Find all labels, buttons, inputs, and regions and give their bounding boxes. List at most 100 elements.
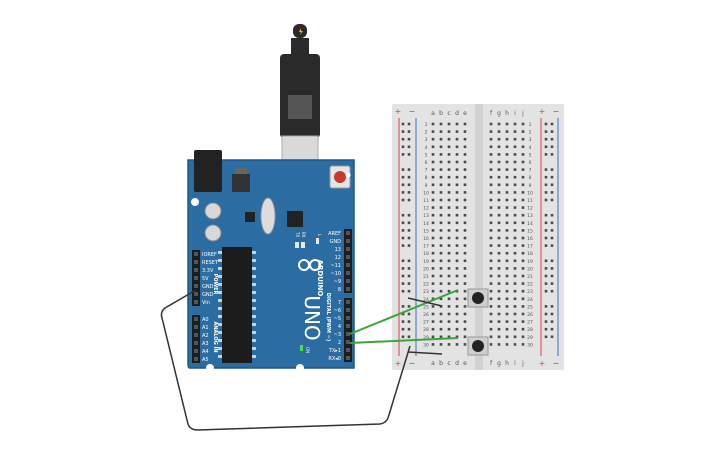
- breadboard-hole[interactable]: [505, 137, 509, 141]
- breadboard-hole[interactable]: [513, 335, 517, 339]
- breadboard-hole[interactable]: [497, 274, 501, 278]
- breadboard-hole[interactable]: [439, 327, 443, 331]
- breadboard-hole[interactable]: [463, 289, 467, 293]
- breadboard-hole[interactable]: [431, 297, 435, 301]
- rail-hole[interactable]: [544, 305, 548, 308]
- rail-hole[interactable]: [550, 130, 554, 133]
- breadboard-hole[interactable]: [431, 175, 435, 179]
- breadboard-hole[interactable]: [505, 160, 509, 164]
- breadboard-hole[interactable]: [489, 175, 493, 179]
- breadboard-hole[interactable]: [521, 145, 525, 149]
- rail-hole[interactable]: [401, 259, 405, 263]
- rail-hole[interactable]: [544, 282, 548, 285]
- breadboard-hole[interactable]: [489, 153, 493, 156]
- breadboard-hole[interactable]: [463, 297, 467, 301]
- rail-hole[interactable]: [407, 122, 411, 126]
- header-pin[interactable]: [346, 308, 350, 312]
- rail-hole[interactable]: [550, 145, 554, 149]
- breadboard-hole[interactable]: [431, 343, 435, 346]
- breadboard-hole[interactable]: [521, 137, 525, 141]
- breadboard-hole[interactable]: [463, 259, 467, 263]
- breadboard-hole[interactable]: [447, 168, 451, 171]
- breadboard-hole[interactable]: [489, 229, 493, 232]
- breadboard-hole[interactable]: [463, 244, 467, 247]
- breadboard-hole[interactable]: [463, 343, 467, 346]
- rail-hole[interactable]: [407, 259, 411, 263]
- breadboard-hole[interactable]: [505, 343, 509, 346]
- rail-hole[interactable]: [544, 175, 548, 179]
- breadboard-hole[interactable]: [431, 335, 435, 339]
- breadboard-hole[interactable]: [447, 312, 451, 316]
- breadboard-hole[interactable]: [439, 213, 443, 217]
- rail-hole[interactable]: [407, 213, 411, 217]
- breadboard-hole[interactable]: [431, 305, 435, 308]
- rail-hole[interactable]: [550, 327, 554, 331]
- breadboard-hole[interactable]: [431, 236, 435, 240]
- rail-hole[interactable]: [401, 236, 405, 240]
- rail-hole[interactable]: [407, 175, 411, 179]
- breadboard-hole[interactable]: [447, 175, 451, 179]
- header-pin[interactable]: [194, 260, 198, 264]
- breadboard-hole[interactable]: [447, 213, 451, 217]
- breadboard-hole[interactable]: [521, 289, 525, 293]
- breadboard-hole[interactable]: [505, 183, 509, 187]
- breadboard-hole[interactable]: [497, 320, 501, 323]
- breadboard-hole[interactable]: [505, 244, 509, 247]
- breadboard-hole[interactable]: [439, 191, 443, 194]
- breadboard-hole[interactable]: [489, 274, 493, 278]
- breadboard-hole[interactable]: [513, 206, 517, 209]
- breadboard-hole[interactable]: [521, 229, 525, 232]
- breadboard-hole[interactable]: [455, 274, 459, 278]
- breadboard-hole[interactable]: [497, 137, 501, 141]
- breadboard-hole[interactable]: [463, 312, 467, 316]
- breadboard-hole[interactable]: [447, 236, 451, 240]
- breadboard-hole[interactable]: [513, 343, 517, 346]
- rail-hole[interactable]: [550, 198, 554, 202]
- breadboard-hole[interactable]: [455, 282, 459, 285]
- breadboard-hole[interactable]: [455, 259, 459, 263]
- breadboard-hole[interactable]: [447, 267, 451, 270]
- breadboard-hole[interactable]: [505, 267, 509, 270]
- breadboard-hole[interactable]: [431, 289, 435, 293]
- rail-hole[interactable]: [550, 274, 554, 278]
- breadboard-hole[interactable]: [447, 206, 451, 209]
- rail-hole[interactable]: [544, 327, 548, 331]
- rail-hole[interactable]: [544, 259, 548, 263]
- breadboard-hole[interactable]: [439, 289, 443, 293]
- rail-hole[interactable]: [407, 244, 411, 247]
- breadboard-hole[interactable]: [513, 244, 517, 247]
- breadboard-hole[interactable]: [455, 122, 459, 126]
- rail-hole[interactable]: [407, 198, 411, 202]
- breadboard-hole[interactable]: [439, 244, 443, 247]
- breadboard-hole[interactable]: [463, 267, 467, 270]
- breadboard-hole[interactable]: [455, 175, 459, 179]
- header-pin[interactable]: [194, 349, 198, 353]
- header-pin[interactable]: [194, 341, 198, 345]
- breadboard-hole[interactable]: [439, 130, 443, 133]
- header-pin[interactable]: [346, 332, 350, 336]
- breadboard-hole[interactable]: [489, 251, 493, 255]
- breadboard-hole[interactable]: [497, 251, 501, 255]
- breadboard-hole[interactable]: [505, 198, 509, 202]
- breadboard-hole[interactable]: [497, 305, 501, 308]
- breadboard-hole[interactable]: [521, 327, 525, 331]
- breadboard-hole[interactable]: [497, 191, 501, 194]
- header-pin[interactable]: [346, 247, 350, 251]
- breadboard-hole[interactable]: [489, 327, 493, 331]
- rail-hole[interactable]: [401, 274, 405, 278]
- rail-hole[interactable]: [407, 274, 411, 278]
- breadboard-hole[interactable]: [505, 320, 509, 323]
- rail-hole[interactable]: [401, 183, 405, 187]
- breadboard-holes[interactable]: [401, 122, 554, 346]
- breadboard-hole[interactable]: [513, 312, 517, 316]
- header-pin[interactable]: [194, 276, 198, 280]
- breadboard-hole[interactable]: [431, 327, 435, 331]
- breadboard-hole[interactable]: [489, 137, 493, 141]
- breadboard-hole[interactable]: [513, 289, 517, 293]
- breadboard-hole[interactable]: [455, 221, 459, 225]
- breadboard-hole[interactable]: [447, 289, 451, 293]
- rail-hole[interactable]: [401, 213, 405, 217]
- breadboard-hole[interactable]: [497, 183, 501, 187]
- rail-hole[interactable]: [407, 305, 411, 308]
- breadboard-hole[interactable]: [521, 282, 525, 285]
